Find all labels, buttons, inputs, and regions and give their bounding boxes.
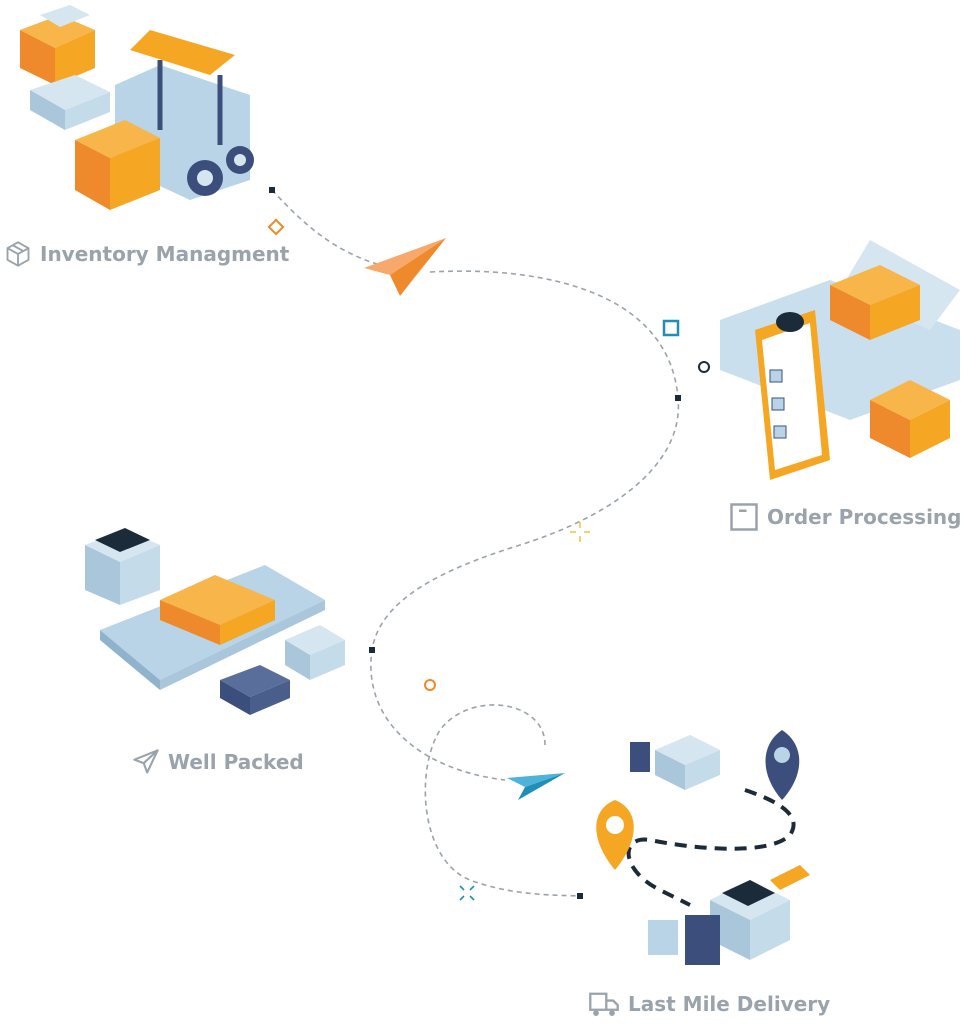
stage-label-order-processing: Order Processing xyxy=(729,502,961,532)
paper-plane-orange-icon xyxy=(364,238,446,296)
send-icon xyxy=(133,749,159,774)
waypoint-marker xyxy=(577,893,583,899)
waypoint-marker xyxy=(269,187,275,193)
diamond-decoration xyxy=(267,218,285,236)
delivery-route-illustration xyxy=(596,730,810,965)
stage-label-well-packed: Well Packed xyxy=(132,748,304,776)
journey-path xyxy=(271,189,680,897)
stage-title: Last Mile Delivery xyxy=(628,992,831,1016)
packed-parcels-illustration xyxy=(85,528,345,715)
circle-decoration xyxy=(424,679,436,691)
order-clipboard-illustration xyxy=(720,240,960,480)
stage-label-inventory: Inventory Managment xyxy=(4,240,289,268)
paper-plane-teal-icon xyxy=(507,773,565,800)
waypoint-marker xyxy=(369,647,375,653)
circle-decoration xyxy=(698,361,710,373)
truck-icon xyxy=(589,992,619,1016)
stage-title: Inventory Managment xyxy=(40,242,290,266)
sparkle-decoration xyxy=(570,522,590,542)
sparkle-decoration xyxy=(459,885,475,901)
forklift-illustration xyxy=(20,5,254,210)
box-icon xyxy=(6,241,30,267)
package-icon xyxy=(730,503,758,531)
square-decoration xyxy=(662,319,680,337)
waypoint-marker xyxy=(675,395,681,401)
stage-title: Well Packed xyxy=(168,750,304,774)
stage-label-last-mile: Last Mile Delivery xyxy=(588,990,830,1018)
stage-title: Order Processing xyxy=(767,505,962,529)
